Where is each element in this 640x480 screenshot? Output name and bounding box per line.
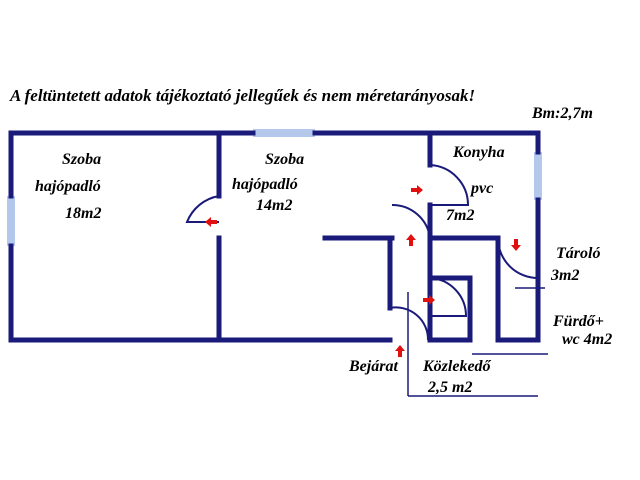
disclaimer-text: A feltüntetett adatok tájékoztató jelleg… <box>9 86 475 105</box>
room-floor-konyha: pvc <box>469 180 493 197</box>
leader-lines <box>407 287 548 397</box>
arrow-up-icon <box>406 234 416 246</box>
room-name-konyha: Konyha <box>452 144 505 161</box>
room-name-tarolo: Tároló <box>556 245 600 262</box>
arrow-down-icon <box>511 239 521 251</box>
windows <box>7 129 542 246</box>
room-area-szoba1: 18m2 <box>65 205 101 222</box>
walls <box>8 130 541 343</box>
room-floor-szoba1: hajópadló <box>35 178 101 195</box>
room-name-szoba2: Szoba <box>265 151 304 168</box>
room-name-szoba1: Szoba <box>62 151 101 168</box>
window-top <box>253 129 315 137</box>
window-left <box>7 196 15 246</box>
door-furdo <box>429 277 468 317</box>
door-kozlekedo <box>391 203 431 239</box>
window-right <box>534 152 542 200</box>
entrance-label: Bejárat <box>348 358 398 375</box>
arrow-right-icon <box>423 295 435 305</box>
arrow-up-icon <box>395 345 405 357</box>
room-area-kozlekedo: 2,5 m2 <box>427 379 472 396</box>
doors <box>185 164 539 341</box>
ceiling-height-label: Bm:2,7m <box>531 105 593 122</box>
room-area-szoba2: 14m2 <box>256 197 292 214</box>
room-area-konyha: 7m2 <box>446 207 474 224</box>
arrow-left-icon <box>205 217 217 227</box>
door-tarolo <box>497 237 539 279</box>
door-szoba1 <box>185 195 220 223</box>
room-name-furdo: Fürdő+ <box>552 313 604 330</box>
room-name-kozlekedo: Közlekedő <box>422 358 492 375</box>
arrow-right-icon <box>411 185 423 195</box>
room-labels: Szoba hajópadló 18m2 Szoba hajópadló 14m… <box>35 144 612 396</box>
room-area-tarolo: 3m2 <box>550 267 579 284</box>
door-konyha <box>429 164 470 206</box>
door-entrance <box>389 306 430 341</box>
room-area-furdo: wc 4m2 <box>562 331 612 348</box>
room-floor-szoba2: hajópadló <box>232 176 298 193</box>
